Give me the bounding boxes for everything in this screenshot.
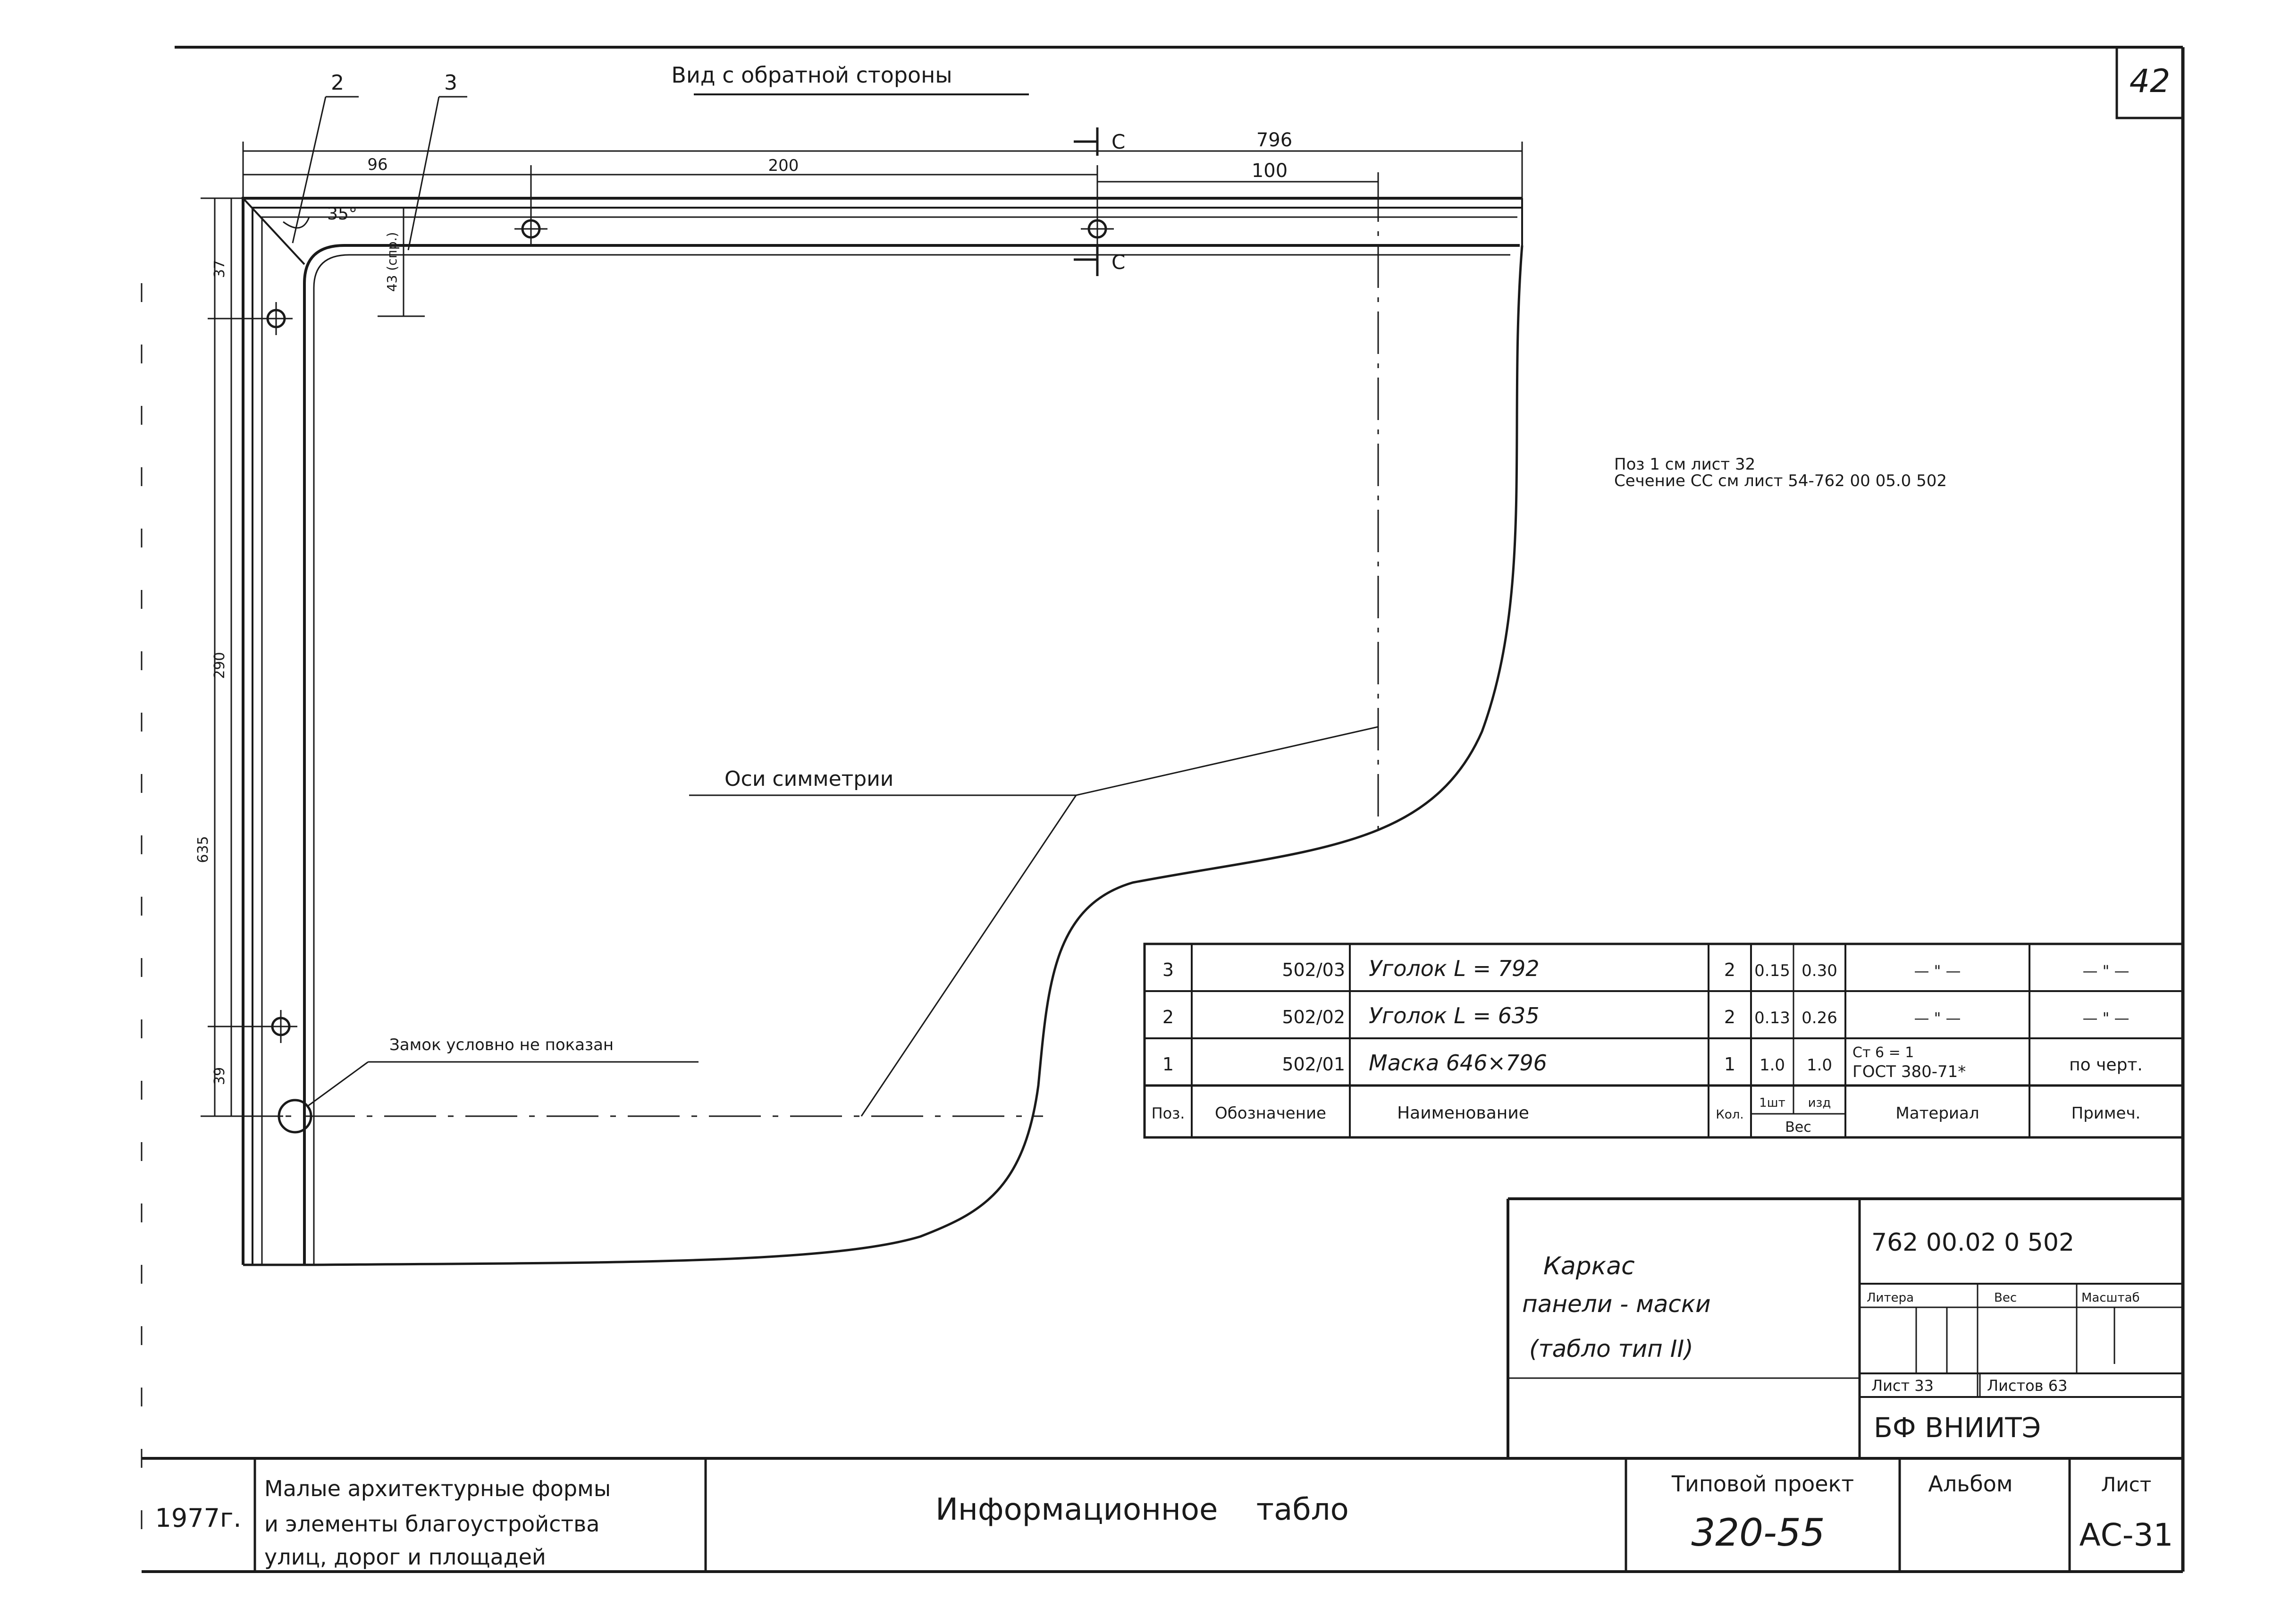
svg-text:2: 2: [331, 71, 344, 95]
stamp-org: БФ ВНИИТЭ: [1874, 1412, 2041, 1444]
bom-row-2: 2 502/02 Уголок L = 635 2 0.13 0.26 — " …: [1162, 1003, 2130, 1028]
frame-part-drawing: [242, 197, 1524, 1266]
bom-row-3: 3 502/03 Уголок L = 792 2 0.15 0.30 — " …: [1162, 956, 2130, 981]
svg-text:502/01: 502/01: [1282, 1054, 1345, 1075]
svg-text:Обозначение: Обозначение: [1215, 1104, 1326, 1123]
svg-text:Уголок L = 792: Уголок L = 792: [1369, 956, 1540, 981]
section-mark-bottom: С: [1074, 245, 1125, 276]
dim-hole-spacing: 200: [768, 156, 799, 175]
note-line-2: Сечение СС см лист 54-762 00 05.0 502: [1614, 471, 1947, 490]
svg-text:0.15: 0.15: [1754, 961, 1790, 980]
dim-flange: 43 (спр.): [384, 232, 400, 292]
svg-text:по черт.: по черт.: [2069, 1055, 2143, 1075]
svg-text:0.13: 0.13: [1754, 1009, 1790, 1027]
footer-series-2: и элементы благоустройства: [264, 1511, 599, 1537]
dim-overall-width: 796: [1256, 129, 1292, 151]
view-title: Вид с обратной стороны: [671, 62, 952, 88]
dimension-lines: [201, 142, 1523, 1117]
footer-album-label: Альбом: [1928, 1471, 2012, 1497]
svg-text:Оси симметрии: Оси симметрии: [724, 767, 893, 791]
title-stamp: [1507, 1197, 2183, 1458]
bom-header-row: Поз. Обозначение Наименование Кол. 1шт и…: [1152, 1096, 2141, 1136]
svg-text:Кол.: Кол.: [1716, 1108, 1743, 1122]
dim-bottom-39: 39: [211, 1067, 228, 1085]
stamp-title-3: (табло тип II): [1529, 1335, 1693, 1363]
dim-right-offset: 100: [1252, 160, 1288, 182]
stamp-col-litera: Литера: [1867, 1291, 1914, 1305]
section-label-bottom: С: [1111, 251, 1125, 274]
svg-text:0.26: 0.26: [1802, 1009, 1837, 1027]
svg-text:0.30: 0.30: [1802, 961, 1837, 980]
bom-table: [1143, 942, 2184, 1139]
svg-text:— " —: — " —: [2082, 1009, 2129, 1027]
stamp-title-1: Каркас: [1543, 1252, 1635, 1280]
svg-text:— " —: — " —: [1914, 1009, 1961, 1027]
dim-height-290: 290: [211, 652, 228, 679]
stamp-sheet: Лист 33: [1871, 1377, 1934, 1395]
sheet-frame: [141, 46, 2185, 1573]
svg-text:2: 2: [1724, 959, 1735, 980]
dim-top-37: 37: [211, 260, 228, 278]
footer-project-code: 320-55: [1691, 1511, 1825, 1555]
svg-text:Маска 646×796: Маска 646×796: [1369, 1050, 1547, 1076]
svg-text:Примеч.: Примеч.: [2071, 1104, 2141, 1123]
stamp-col-scale: Масштаб: [2081, 1291, 2140, 1305]
footer-sheet-label: Лист: [2101, 1473, 2151, 1496]
symmetry-axes: [222, 179, 1379, 1117]
stamp-doc-code: 762 00.02 0 502: [1871, 1229, 2074, 1257]
svg-text:ГОСТ 380-71*: ГОСТ 380-71*: [1852, 1062, 1966, 1081]
svg-text:1: 1: [1724, 1054, 1735, 1075]
svg-text:Уголок L = 635: Уголок L = 635: [1369, 1003, 1540, 1028]
svg-text:— " —: — " —: [2082, 962, 2129, 980]
svg-text:1шт: 1шт: [1759, 1096, 1785, 1110]
stamp-sheets: Листов 63: [1987, 1377, 2067, 1395]
svg-text:2: 2: [1162, 1007, 1174, 1027]
dim-angle: 35°: [327, 204, 357, 224]
mounting-holes: [260, 212, 1114, 1134]
sheet-number-box: 42: [2115, 47, 2183, 119]
svg-text:— " —: — " —: [1914, 962, 1961, 980]
svg-text:2: 2: [1724, 1007, 1735, 1027]
svg-text:3: 3: [444, 71, 457, 95]
dim-height-635: 635: [195, 836, 211, 863]
footer-sheet-code: АС-31: [2079, 1517, 2173, 1553]
svg-text:502/03: 502/03: [1282, 959, 1345, 980]
svg-text:3: 3: [1162, 959, 1174, 980]
svg-text:1.0: 1.0: [1807, 1056, 1832, 1075]
section-mark-top: С: [1074, 127, 1125, 156]
svg-text:Ст 6 = 1: Ст 6 = 1: [1852, 1044, 1914, 1061]
callout-pos-3: 3: [407, 71, 467, 251]
section-label-top: С: [1111, 130, 1125, 153]
svg-text:502/02: 502/02: [1282, 1007, 1345, 1027]
footer-subject: Информационное табло: [935, 1492, 1349, 1527]
svg-text:Замок условно не показан: Замок условно не показан: [389, 1035, 614, 1054]
svg-text:1.0: 1.0: [1760, 1056, 1785, 1075]
symmetry-axes-label: Оси симметрии: [689, 726, 1379, 1117]
svg-text:Вес: Вес: [1785, 1119, 1811, 1136]
footer-band: [253, 1458, 2071, 1572]
stamp-col-weight: Вес: [1994, 1291, 2017, 1305]
footer-project-label: Типовой проект: [1671, 1471, 1854, 1497]
svg-text:изд: изд: [1808, 1096, 1831, 1110]
footer-series-1: Малые архитектурные формы: [264, 1476, 611, 1501]
svg-text:Поз.: Поз.: [1152, 1104, 1185, 1122]
lock-note-label: Замок условно не показан: [306, 1035, 699, 1108]
sheet-number: 42: [2130, 63, 2171, 100]
bom-row-1: 1 502/01 Маска 646×796 1 1.0 1.0 Ст 6 = …: [1162, 1044, 2143, 1081]
svg-text:Материал: Материал: [1895, 1104, 1979, 1123]
note-line-1: Поз 1 см лист 32: [1614, 455, 1755, 474]
dim-left-offset: 96: [367, 155, 387, 174]
svg-text:Наименование: Наименование: [1397, 1103, 1529, 1123]
footer-year: 1977г.: [155, 1503, 242, 1533]
svg-text:1: 1: [1162, 1054, 1174, 1075]
callout-pos-2: 2: [292, 71, 359, 244]
stamp-title-2: панели - маски: [1522, 1290, 1711, 1318]
footer-series-3: улиц, дорог и площадей: [264, 1544, 546, 1570]
